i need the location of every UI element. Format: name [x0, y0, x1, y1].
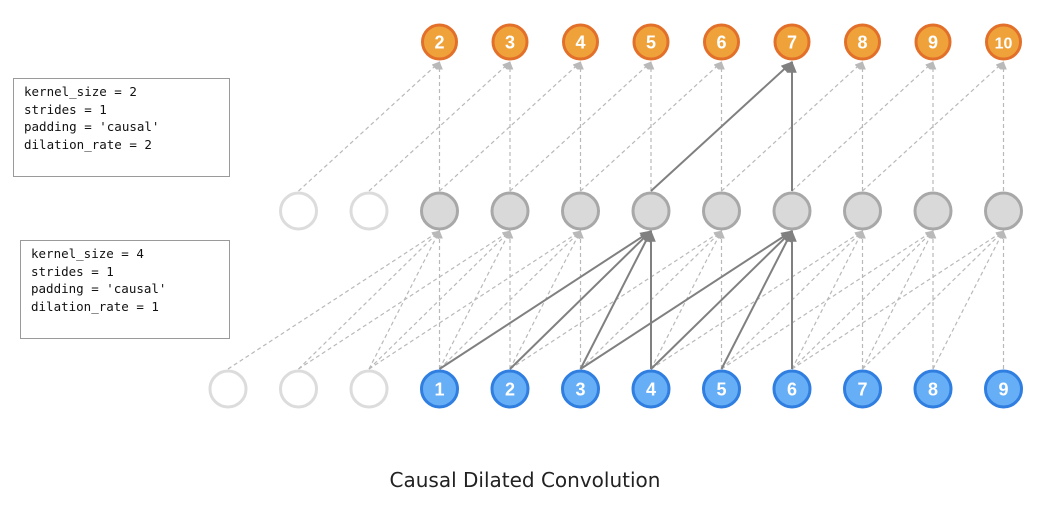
hidden-padding-node: [279, 191, 318, 231]
input-node: 9: [984, 369, 1023, 409]
highlighted-edge: [720, 229, 793, 370]
input-node-label: 9: [998, 380, 1008, 400]
input-node: 8: [913, 369, 953, 409]
hidden-node: [772, 191, 812, 231]
output-node-label: 7: [787, 33, 797, 53]
input-node-label: 3: [575, 380, 585, 400]
dashed-edge: [721, 61, 864, 192]
output-node: 3: [491, 23, 529, 61]
input-node: 6: [772, 369, 812, 409]
output-node: 8: [844, 23, 881, 61]
input-padding-node: [349, 369, 389, 409]
hidden-node: [984, 191, 1023, 231]
hidden-node: [702, 191, 741, 231]
hidden-node: [913, 191, 953, 231]
output-node-label: 6: [716, 33, 726, 53]
dashed-edge: [862, 61, 1005, 192]
dashed-edge: [439, 230, 582, 370]
dashed-edge: [791, 61, 934, 192]
dashed-edge: [298, 61, 441, 192]
output-node: 9: [914, 23, 952, 61]
highlighted-edge: [579, 229, 652, 370]
output-node-label: 2: [434, 33, 444, 53]
config-line: dilation_rate = 2: [24, 136, 152, 152]
causal-layer-config-box: kernel_size = 4 strides = 1 padding = 'c…: [20, 240, 230, 339]
input-node: 3: [561, 369, 600, 409]
input-node-label: 2: [505, 380, 515, 400]
config-line: dilation_rate = 1: [31, 298, 159, 314]
hidden-padding-node: [349, 191, 389, 231]
output-node-label: 8: [857, 33, 867, 53]
dashed-edge: [368, 230, 511, 370]
config-line: strides = 1: [24, 101, 107, 117]
highlighted-connections: [438, 60, 797, 370]
output-node-label: 3: [505, 33, 515, 53]
dashed-edge: [580, 61, 723, 192]
input-node: 2: [490, 369, 530, 409]
config-line: kernel_size = 4: [31, 246, 144, 261]
highlighted-edge: [650, 61, 793, 192]
dashed-edge: [791, 230, 934, 370]
output-node: 5: [632, 23, 670, 61]
highlighted-edge: [579, 230, 794, 370]
hidden-node: [843, 191, 882, 231]
hidden-node: [490, 191, 530, 231]
output-node: 6: [703, 23, 740, 61]
dashed-edge: [791, 230, 1005, 370]
output-node: 4: [562, 23, 599, 61]
input-node-label: 1: [434, 380, 444, 400]
highlighted-edge: [650, 230, 793, 370]
config-line: kernel_size = 2: [24, 84, 137, 99]
dashed-edge: [862, 230, 1005, 370]
config-line: padding = 'causal': [31, 281, 167, 296]
config-line: padding = 'causal': [24, 119, 160, 134]
output-node: 7: [773, 23, 811, 61]
dilated-layer-config-box: kernel_size = 2 strides = 1 padding = 'c…: [13, 78, 230, 177]
highlighted-edge: [509, 230, 652, 370]
dashed-edge: [368, 61, 511, 192]
input-node-label: 4: [646, 380, 656, 400]
input-padding-node: [208, 369, 248, 409]
dashed-edge: [509, 61, 652, 192]
input-node-label: 8: [928, 380, 938, 400]
output-node: 10: [985, 23, 1022, 61]
input-node: 7: [843, 369, 882, 409]
dashed-edge: [439, 61, 582, 192]
input-node-label: 6: [787, 380, 797, 400]
output-node-label: 4: [575, 33, 585, 53]
dashed-edge: [298, 230, 511, 370]
input-node: 4: [631, 369, 671, 409]
highlighted-edge: [438, 230, 653, 370]
hidden-node: [561, 191, 600, 231]
input-node: 1: [420, 369, 459, 409]
nodes: 1 2 3 4 5 6 7 8 9 2 3 4 5 6 7 8 9 10: [208, 23, 1023, 409]
output-node-label: 9: [928, 33, 938, 53]
dashed-edge: [227, 230, 441, 370]
input-padding-node: [279, 369, 318, 409]
convolution-graph: 1 2 3 4 5 6 7 8 9 2 3 4 5 6 7 8 9 10: [208, 23, 1023, 409]
dashed-edge: [932, 230, 1005, 370]
dashed-edge: [368, 230, 582, 370]
config-line: strides = 1: [31, 263, 114, 279]
input-node: 5: [702, 369, 741, 409]
input-node-label: 5: [716, 380, 726, 400]
dashed-edge: [721, 230, 934, 370]
output-node: 2: [421, 23, 458, 61]
diagram-caption: Causal Dilated Convolution: [389, 468, 661, 492]
dashed-connections: [227, 61, 1007, 370]
hidden-node: [631, 191, 671, 231]
output-node-label: 5: [646, 33, 656, 53]
dashed-edge: [298, 230, 441, 370]
output-node-label: 10: [995, 36, 1013, 53]
input-node-label: 7: [857, 380, 867, 400]
hidden-node: [420, 191, 459, 231]
